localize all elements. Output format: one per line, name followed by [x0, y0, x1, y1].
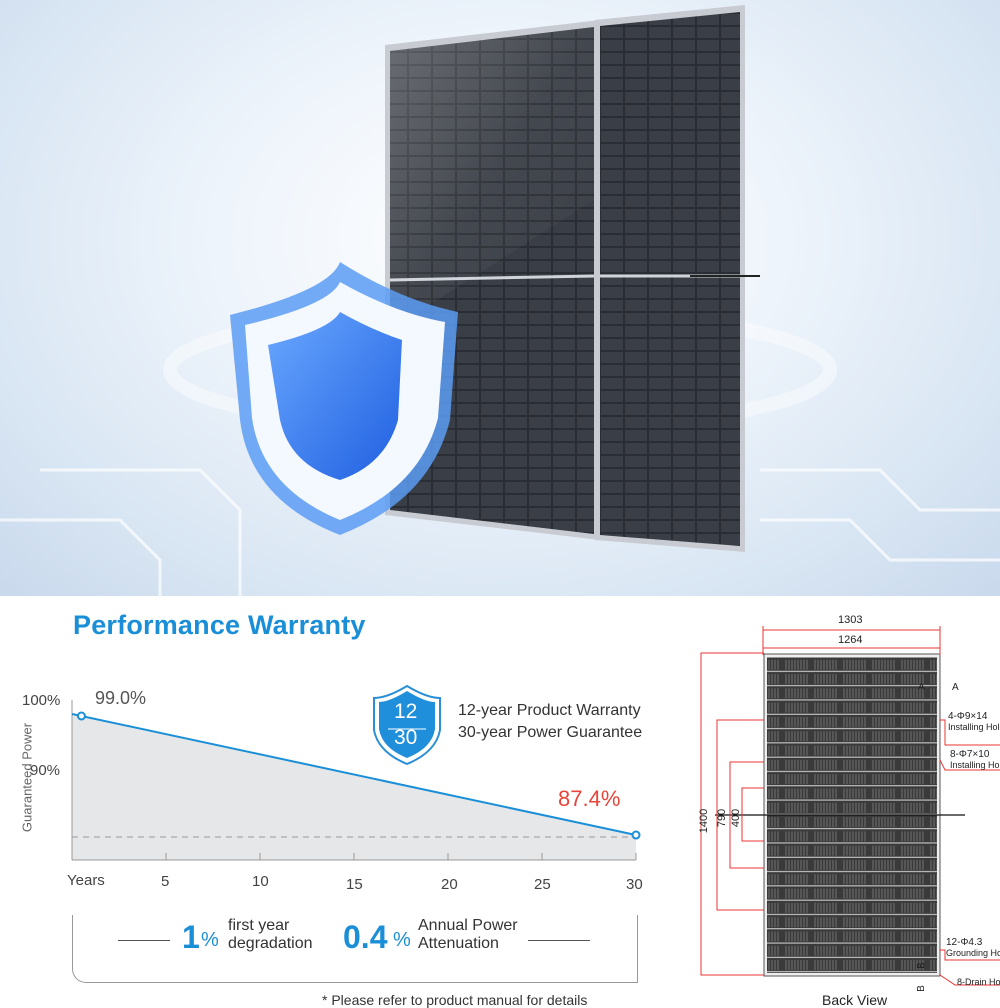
x-tick-10: 10: [252, 873, 269, 890]
stat-first-year-unit: %: [201, 929, 219, 951]
dim-width-outer: 1303: [838, 614, 863, 626]
y-tick-90: 90%: [30, 762, 61, 779]
divider-right: [528, 940, 590, 941]
hole1-spec: 4-Φ9×14: [948, 711, 988, 722]
x-tick-30: 30: [626, 876, 643, 893]
divider-left: [118, 940, 170, 941]
section-b-marker: B: [915, 962, 927, 969]
section-a-marker: A: [918, 682, 925, 693]
data-point-end: [631, 830, 641, 840]
shield-icon: [230, 262, 458, 535]
stat-annual-line2: Attenuation: [418, 935, 499, 952]
dim-400: 400: [730, 808, 743, 828]
hole3-spec: 12-Φ4.3: [946, 937, 983, 948]
x-tick-years: Years: [67, 872, 105, 889]
power-guarantee-text: 30-year Power Guarantee: [458, 724, 643, 741]
drawing-caption: Back View: [822, 992, 888, 1008]
x-tick-25: 25: [534, 876, 551, 893]
stat-first-year-value: 1: [182, 919, 200, 955]
section-b-label: B: [915, 985, 927, 992]
stat-first-year-line2: degradation: [228, 935, 313, 952]
hero-illustration: [230, 5, 760, 552]
hole3-name: Grounding Holes: [946, 948, 1000, 958]
hole1-name: Installing Holes: [948, 722, 1000, 732]
product-warranty-text: 12-year Product Warranty: [458, 702, 641, 719]
hole4-name: 8-Drain Holes: [957, 977, 1000, 987]
end-value-label: 87.4%: [558, 786, 621, 811]
stats-bracket: [72, 915, 638, 983]
badge-top-number: 12: [394, 700, 418, 723]
hole2-spec: 8-Φ7×10: [950, 749, 990, 760]
dim-width-inner: 1264: [838, 634, 863, 646]
dim-790: 790: [716, 808, 729, 828]
section-a-label: A: [952, 682, 959, 693]
warranty-shield-icon: [373, 684, 441, 766]
x-tick-15: 15: [346, 876, 363, 893]
data-point-start: [76, 711, 86, 721]
hole2-name: Installing Holes: [950, 760, 1000, 770]
stat-annual-value: 0.4: [343, 919, 388, 955]
stat-first-year-line1: first year: [228, 917, 290, 934]
x-tick-5: 5: [161, 873, 170, 890]
badge-bottom-number: 30: [394, 726, 418, 749]
dim-height: 1400: [698, 808, 711, 834]
y-tick-100: 100%: [22, 692, 61, 709]
start-value-label: 99.0%: [95, 688, 147, 708]
series-line: [71, 713, 637, 836]
x-tick-20: 20: [441, 876, 458, 893]
stat-annual-line1: Annual Power: [418, 917, 518, 934]
hero-image: [0, 0, 1000, 596]
area-fill: [72, 713, 636, 860]
section-title: Performance Warranty: [73, 610, 366, 640]
stat-annual-unit: %: [393, 929, 411, 951]
